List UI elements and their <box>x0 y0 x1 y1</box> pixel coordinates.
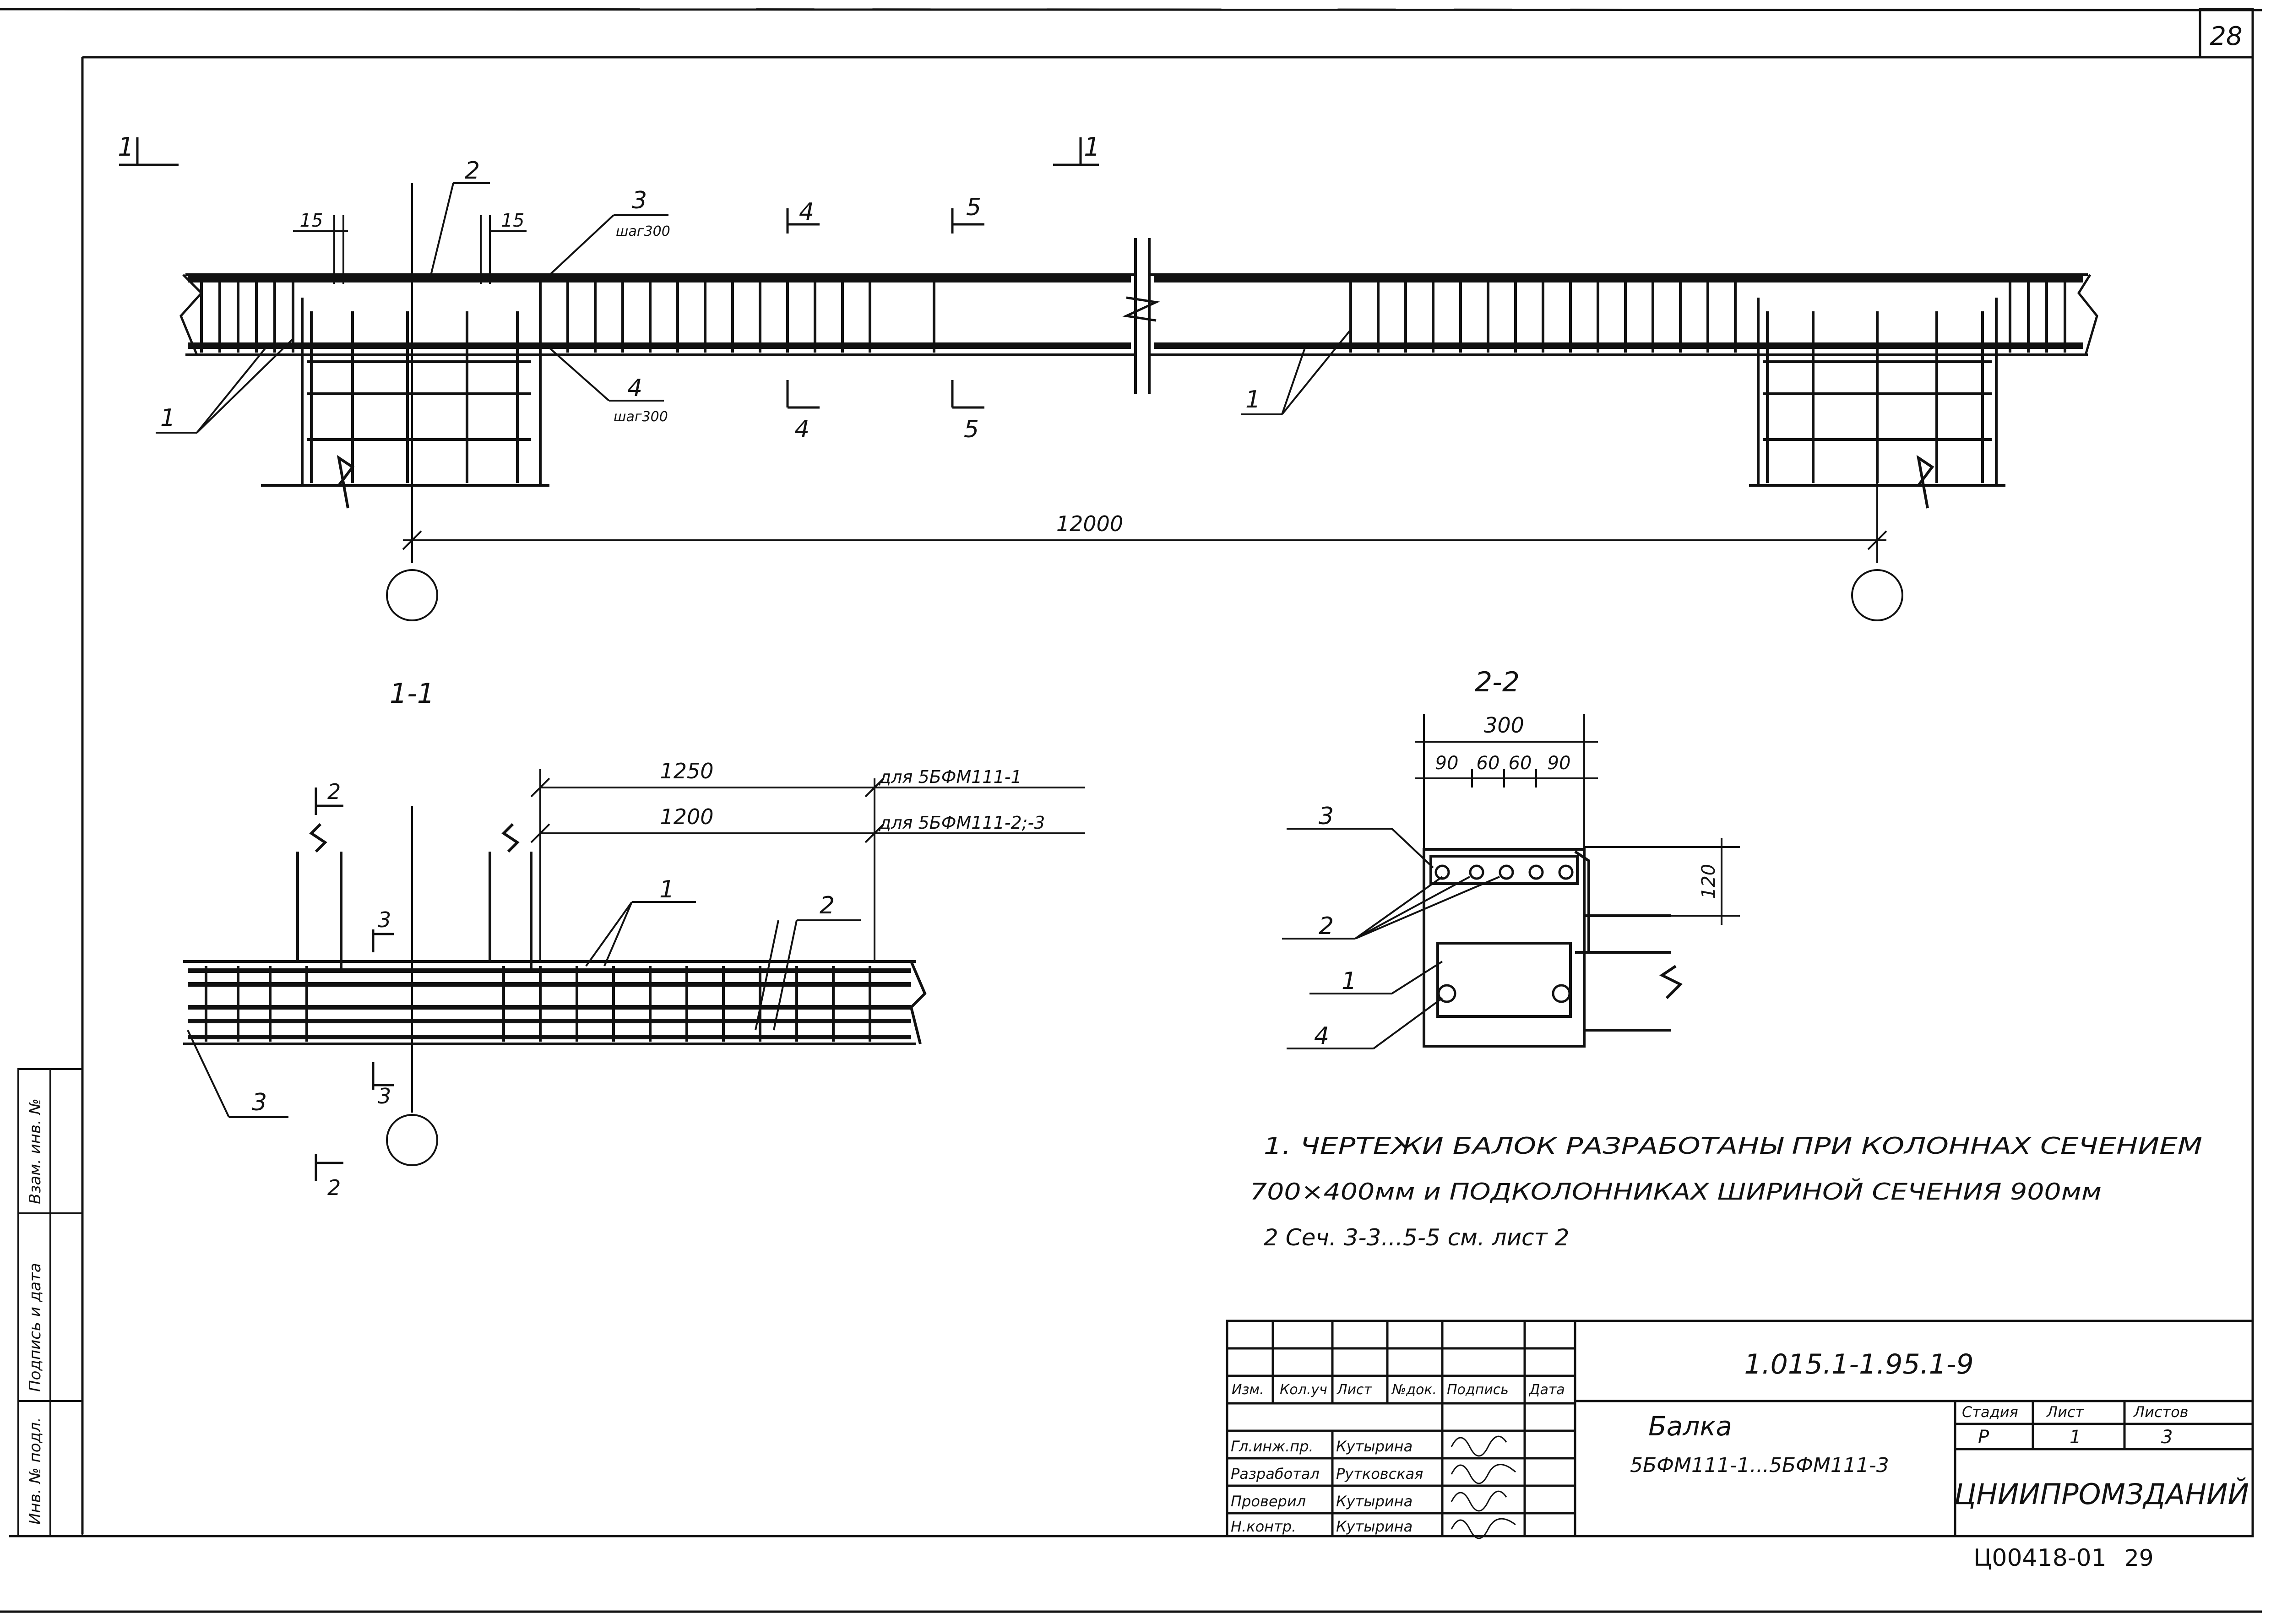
dim-120: 120 <box>1698 864 1719 899</box>
section-2-2: 2-2 <box>1282 666 1740 1050</box>
tb-role-4: Н.контр. <box>1231 1518 1296 1535</box>
tb-h-podpis: Подпись <box>1447 1382 1509 1398</box>
s22-callout-3: 3 <box>1319 803 1334 830</box>
margin-stamp: Инв. № подл. Подпись и дата Взам. инв. № <box>17 1068 83 1537</box>
title-block: Изм. Кол.уч Лист №док. Подпись Дата Гл.и… <box>1226 1320 2254 1539</box>
tb-sheet-label: Лист <box>2046 1403 2084 1421</box>
s11-cut-2-top: 2 <box>327 779 341 804</box>
dim-90-right: 90 <box>1548 753 1571 774</box>
archive-code: Ц00418-01 <box>1973 1544 2107 1572</box>
document-code: 1.015.1-1.95.1-9 <box>1744 1348 1973 1380</box>
tb-h-ndok: №док. <box>1391 1382 1437 1398</box>
s22-callout-2: 2 <box>1319 912 1334 940</box>
cut-5-bottom: 5 <box>964 416 979 443</box>
stamp-vzam-inv: Взам. инв. № <box>26 1098 44 1204</box>
dim-300: 300 <box>1484 713 1524 738</box>
s11-cut-3-bottom: 3 <box>378 1084 391 1108</box>
cut-4-top: 4 <box>799 198 814 226</box>
tb-stage: Р <box>1978 1427 1989 1448</box>
s11-callout-2: 2 <box>820 892 835 919</box>
beam-elevation: 12000 1 1 15 15 2 3 шаг300 <box>118 132 2098 621</box>
tb-stage-label: Стадия <box>1962 1403 2018 1421</box>
s11-callout-1: 1 <box>659 876 674 903</box>
callout-4: 4 <box>627 375 642 402</box>
note-line-3: 2 Сеч. 3-3...5-5 см. лист 2 <box>1264 1224 1569 1251</box>
tb-role-2: Разработал <box>1231 1465 1320 1483</box>
tb-h-kol: Кол.уч <box>1280 1382 1327 1398</box>
tb-sheet: 1 <box>2070 1427 2081 1448</box>
callout-1-left: 1 <box>160 404 175 432</box>
tb-h-data: Дата <box>1528 1382 1565 1398</box>
s11-cut-3-top: 3 <box>378 907 391 932</box>
note-line-2: 700×400мм и ПОДКОЛОННИКАХ ШИРИНОЙ СЕЧЕНИ… <box>1250 1178 2102 1205</box>
section-1-1: 1-1 <box>183 678 1085 1200</box>
tb-name-3: Кутырина <box>1336 1493 1413 1510</box>
organization: ЦНИИПРОМЗДАНИЙ <box>1954 1477 2249 1511</box>
sheet-frame <box>0 8 2262 1613</box>
cut-4-bottom: 4 <box>794 416 810 443</box>
section-1-1-title: 1-1 <box>390 678 435 710</box>
object-marks: 5БФМ111-1...5БФМ111-3 <box>1630 1454 1889 1477</box>
callout-3: 3 <box>632 187 647 214</box>
dim-span: 12000 <box>1056 511 1123 536</box>
dim-90-left: 90 <box>1435 753 1459 774</box>
cut-5-top: 5 <box>966 194 981 221</box>
tb-name-2: Рутковская <box>1336 1465 1423 1483</box>
stamp-inv-podl: Инв. № подл. <box>26 1417 44 1525</box>
s11-cut-2-bottom: 2 <box>327 1175 341 1200</box>
callout-3-step: шаг300 <box>616 223 670 239</box>
general-notes: 1. ЧЕРТЕЖИ БАЛОК РАЗРАБОТАНЫ ПРИ КОЛОННА… <box>1250 1133 2202 1251</box>
note-1250: для 5БФМ111-1 <box>879 767 1022 787</box>
tb-sheets-label: Листов <box>2133 1403 2189 1421</box>
callout-1-right: 1 <box>1245 386 1260 413</box>
section-mark-1-left: 1 <box>118 132 134 162</box>
callout-2: 2 <box>465 157 480 185</box>
s22-callout-1: 1 <box>1342 967 1357 995</box>
tb-role-1: Гл.инж.пр. <box>1231 1438 1314 1455</box>
callout-4-step: шаг300 <box>614 409 668 425</box>
archive-page: 29 <box>2124 1545 2154 1571</box>
tb-h-list: Лист <box>1337 1382 1373 1398</box>
object-name: Балка <box>1648 1411 1732 1442</box>
section-mark-1-right: 1 <box>1084 132 1100 162</box>
s11-callout-3: 3 <box>252 1089 267 1116</box>
tb-h-izm: Изм. <box>1232 1382 1264 1398</box>
tb-name-4: Кутырина <box>1336 1518 1413 1535</box>
signatures <box>1451 1435 1516 1539</box>
dim-60-left: 60 <box>1477 753 1500 774</box>
dim-15-left: 15 <box>300 210 323 231</box>
dim-1200: 1200 <box>660 804 713 829</box>
page-number: 28 <box>2210 22 2242 51</box>
s22-callout-4: 4 <box>1314 1022 1329 1050</box>
note-line-1: 1. ЧЕРТЕЖИ БАЛОК РАЗРАБОТАНЫ ПРИ КОЛОННА… <box>1264 1133 2202 1159</box>
tb-sheets: 3 <box>2161 1427 2173 1448</box>
tb-name-1: Кутырина <box>1336 1438 1413 1455</box>
dim-60-right: 60 <box>1509 753 1532 774</box>
stamp-podpis-data: Подпись и дата <box>26 1263 44 1392</box>
note-1200: для 5БФМ111-2;-3 <box>879 813 1045 833</box>
dim-1250: 1250 <box>660 759 713 783</box>
dim-15-right: 15 <box>501 210 525 231</box>
section-2-2-title: 2-2 <box>1475 666 1520 698</box>
tb-role-3: Проверил <box>1231 1493 1306 1510</box>
